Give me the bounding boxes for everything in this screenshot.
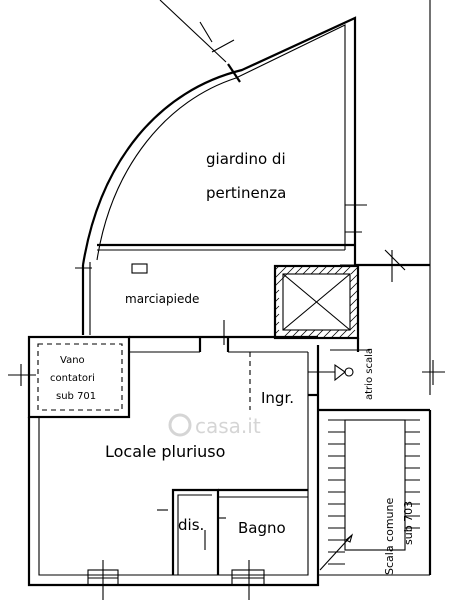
garden-label-line1: giardino di xyxy=(206,150,286,168)
closet-label: dis. xyxy=(178,516,204,534)
stair-hall-label: atrio scala xyxy=(364,348,375,400)
meter-room-label-line1: Vano xyxy=(60,355,85,366)
bathroom-partitions xyxy=(157,488,308,575)
sidewalk-label: marciapiede xyxy=(125,292,199,306)
entrance-label: Ingr. xyxy=(261,389,294,407)
sidewalk-area xyxy=(75,262,225,345)
stair-hall xyxy=(330,249,445,395)
bathroom-label: Bagno xyxy=(238,519,286,537)
casa-it-watermark: casa.it xyxy=(168,413,261,438)
stairs-label-line1: Scala comune xyxy=(383,497,396,575)
meter-room-label-line3: sub 701 xyxy=(56,391,96,402)
main-room-label: Locale pluriuso xyxy=(105,442,225,461)
stairs-label-line2: sub 703 xyxy=(402,501,415,545)
meter-room xyxy=(8,335,131,419)
garden-label-line2: pertinenza xyxy=(206,184,286,202)
watermark-logo-icon xyxy=(168,413,192,437)
elevator-shaft xyxy=(273,264,360,340)
meter-room-label-line2: contatori xyxy=(50,373,95,384)
watermark-text: casa.it xyxy=(195,414,261,438)
common-staircase xyxy=(318,408,432,576)
garden-outline xyxy=(81,0,367,266)
